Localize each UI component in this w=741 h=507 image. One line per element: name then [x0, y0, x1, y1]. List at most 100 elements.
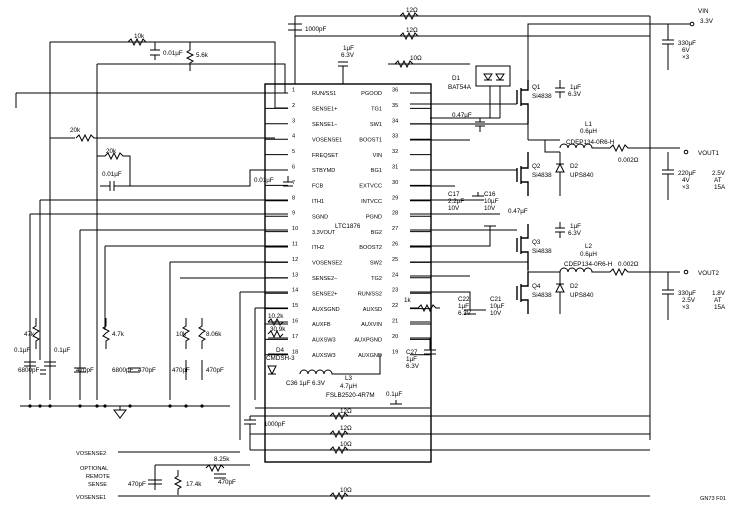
- ic-left-pin-num: 1: [292, 88, 295, 94]
- ic-left-pin-name: SGND: [312, 214, 328, 220]
- ic-right-pin-num: 34: [392, 118, 398, 124]
- c-047-q1-label: 0.47µF: [452, 112, 472, 119]
- ic-left-pin-name: ITH1: [312, 199, 324, 205]
- ic-right-pin-num: 32: [392, 149, 398, 155]
- c22-volt: 6.3V: [458, 310, 472, 317]
- c-1000pf-bot-label: 1000pF: [264, 421, 286, 428]
- ic-right-pin-num: 31: [392, 165, 398, 171]
- optional-2: REMOTE: [86, 474, 110, 480]
- c17-val: 2.2µF: [448, 198, 464, 205]
- ith1-net: [39, 199, 288, 360]
- ic-right-pin-num: 26: [392, 242, 398, 248]
- r-174k-symbol: [173, 470, 183, 495]
- r-10-top-symbol: [388, 59, 470, 69]
- q4-ref: Q4: [532, 283, 541, 290]
- vout1-cap: [662, 152, 674, 200]
- r-12-bot1-label: 12Ω: [340, 408, 352, 415]
- d2a-symbol: [555, 152, 565, 196]
- c-6800-b-label: 6800pF: [112, 367, 134, 374]
- vout2-terminal: [683, 269, 689, 275]
- r-102k-symbol: [267, 317, 284, 327]
- r-10-top-label: 10Ω: [410, 55, 422, 62]
- d1-box: [475, 65, 511, 87]
- run-ss1-left: [15, 92, 275, 108]
- ic-left-pin-name: VOSENSE2: [312, 261, 342, 267]
- ground-junctions: [28, 404, 204, 408]
- v33-net: [79, 229, 288, 400]
- vout2-cap: [662, 272, 674, 320]
- ic-left-pin-num: 14: [292, 288, 298, 294]
- sense2-net: [180, 277, 288, 440]
- c-330-out2-val: 330µF: [678, 290, 696, 297]
- r-sense2-label: 0.002Ω: [618, 261, 639, 268]
- ic-right-pin-num: 35: [392, 103, 398, 109]
- r-10k-b-label: 10k: [176, 331, 187, 338]
- q1-symbol: [516, 80, 529, 124]
- ic-left-pin-name: FCB: [312, 184, 323, 190]
- r-825k-label: 8.25k: [214, 456, 230, 463]
- ground-junction-dot: [38, 404, 42, 408]
- c-001-mid-symbol: [100, 181, 130, 191]
- l3-part: FSLB2520-4R7M: [326, 392, 375, 399]
- r-sense1-label: 0.002Ω: [618, 157, 639, 164]
- ic-right-pin-num: 19: [392, 349, 398, 355]
- c16-val: 10µF: [484, 198, 499, 205]
- d1-part: BAT54A: [448, 84, 472, 91]
- c-1uf-q3-volt: 6.3V: [568, 230, 582, 237]
- ic-left-pin-num: 17: [292, 334, 298, 340]
- c-330-in-qty: ×3: [682, 54, 690, 61]
- q2-ref: Q2: [532, 163, 541, 170]
- ic-left-pin-name: SENSE2+: [312, 291, 337, 297]
- c-001-top-label: 0.01µF: [163, 50, 183, 57]
- l1-symbol: [559, 143, 610, 149]
- c-470-e-label: 470pF: [128, 481, 146, 488]
- ic-right-pin-name: AUXSD: [363, 307, 382, 313]
- c-470-c-label: 470pF: [172, 367, 190, 374]
- q1-part: Si4838: [532, 93, 552, 100]
- c-1000pf-top-label: 1000pF: [305, 26, 327, 33]
- intvcc-net: [410, 192, 484, 201]
- ic-right-pin-num: 21: [392, 319, 398, 325]
- c-330-in-volt: 6V: [682, 47, 691, 54]
- r-10-bot-symbol: [329, 445, 349, 455]
- r-10-vos1-symbol: [329, 491, 349, 501]
- vosense2-net: [169, 261, 288, 400]
- r-tail-wires: [185, 360, 203, 380]
- d2b-ref: D2: [570, 283, 579, 290]
- ic-body: [264, 83, 432, 463]
- ic-left-pin-name: AUXSGND: [312, 307, 340, 313]
- c-330-in-val: 330µF: [678, 40, 696, 47]
- c17-volt: 10V: [448, 205, 460, 212]
- l2-val: 0.6µH: [580, 251, 597, 258]
- l3-ref: L3: [345, 375, 353, 382]
- ic-left-pin-num: 18: [292, 349, 298, 355]
- ic-right-pin-num: 27: [392, 226, 398, 232]
- ground-junction-dot: [200, 404, 204, 408]
- ic-left-pin-num: 16: [292, 319, 298, 325]
- ground-junction-dot: [168, 404, 172, 408]
- r-1k-symbol: [410, 303, 440, 313]
- ic-left-pin-num: 9: [292, 211, 295, 217]
- ic-right-pin-name: AUXVIN: [361, 322, 382, 328]
- c-1uf-top-val: 1µF: [343, 45, 354, 52]
- ground-junction-dot: [184, 404, 188, 408]
- run-ss2-net: [410, 291, 471, 310]
- d1-wires: [430, 86, 501, 119]
- c-01-a-label: 0.1µF: [14, 347, 30, 354]
- ic-left-pin-num: 5: [292, 149, 295, 155]
- vout1-spec-a: 15A: [714, 184, 726, 191]
- ic-left-pin-num: 2: [292, 103, 295, 109]
- c-470-f-symbol: [214, 473, 226, 479]
- ic-right-pin-name: VIN: [373, 153, 382, 159]
- r-1k-label: 1k: [404, 297, 412, 304]
- c-220-val: 220µF: [678, 170, 696, 177]
- r-20k-b-net: [97, 151, 131, 186]
- r-sense1-symbol: [609, 143, 680, 153]
- ic-left-pin-name: 3.3VOUT: [312, 230, 336, 236]
- vin-name: VIN: [698, 8, 709, 15]
- c-330-out2-volt: 2.5V: [682, 297, 696, 304]
- pgood-net: [97, 63, 288, 94]
- r-47k-b-symbol: [102, 318, 110, 349]
- q1-drain: [527, 23, 650, 80]
